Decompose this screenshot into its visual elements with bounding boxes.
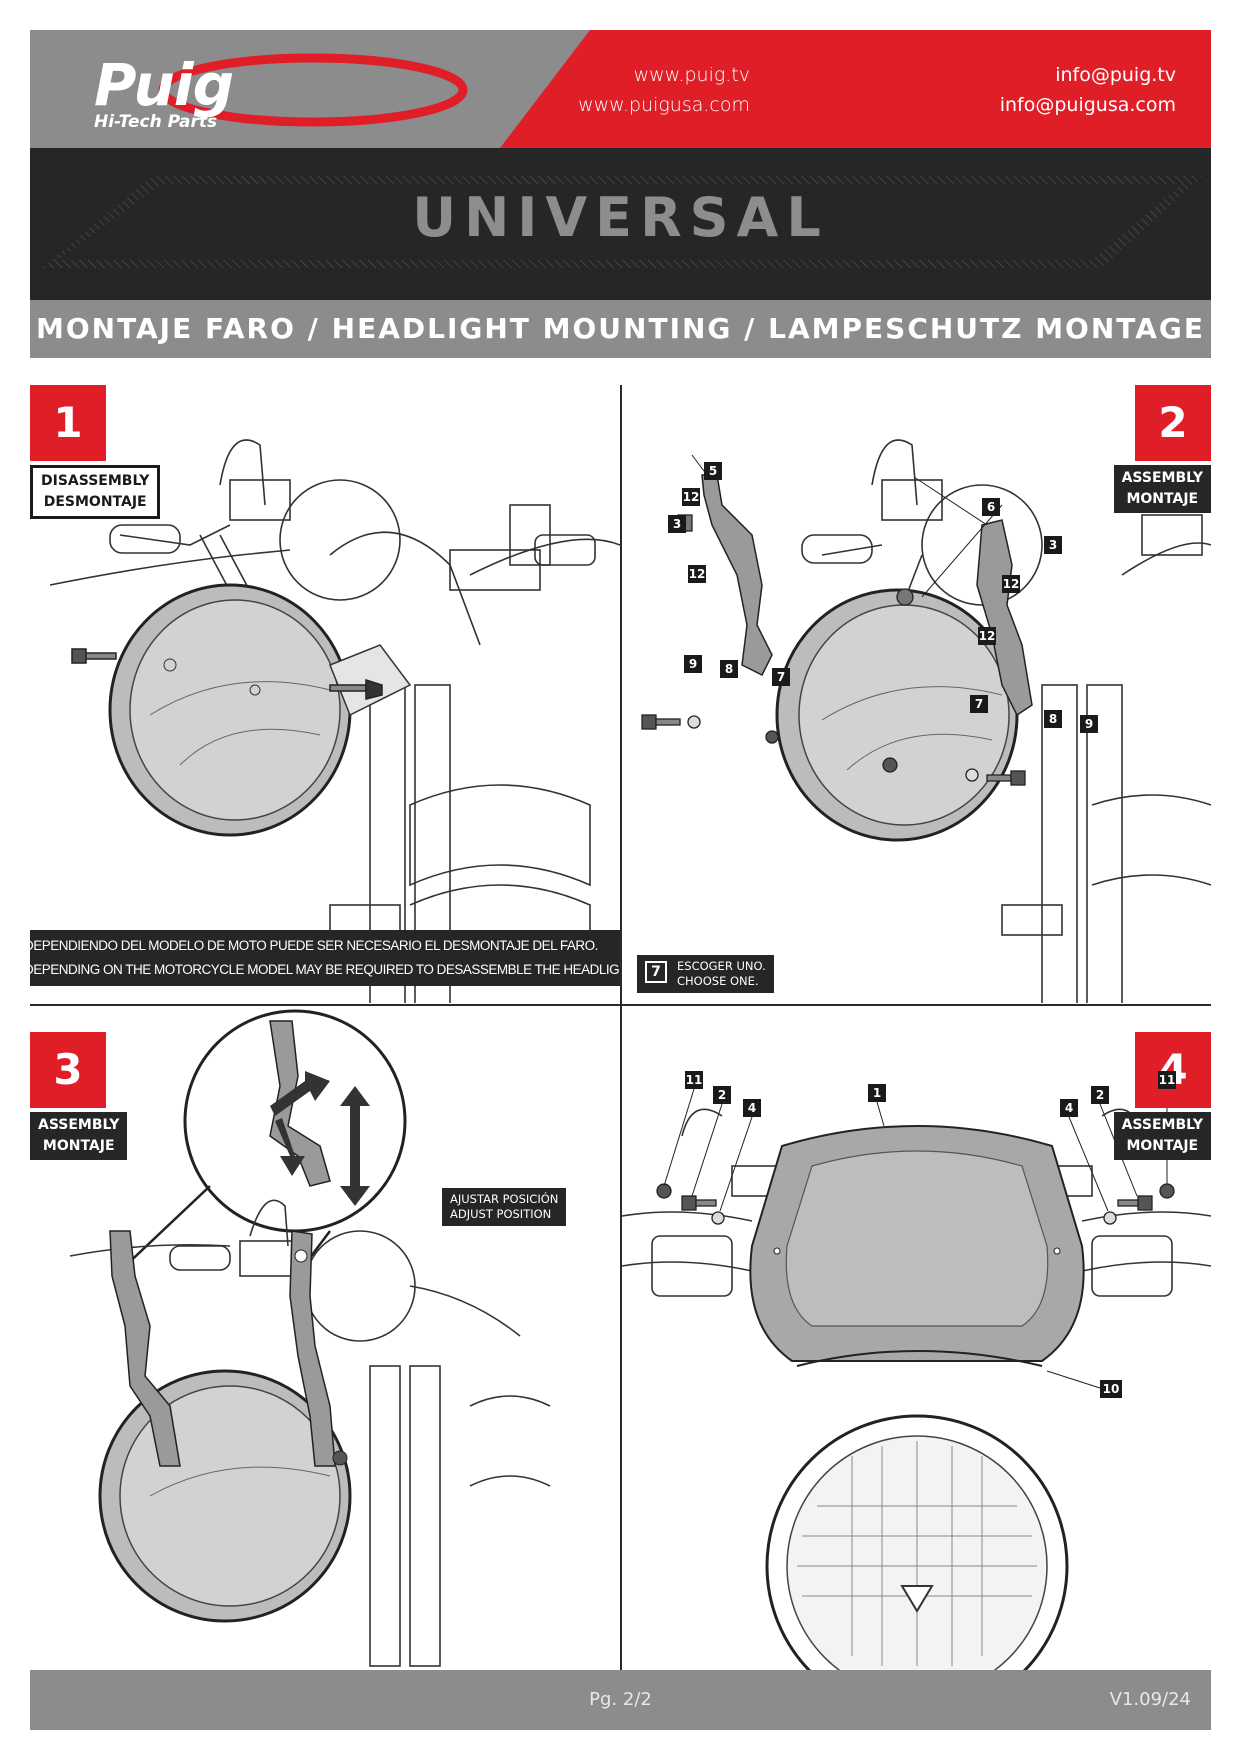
part-callout: 8 xyxy=(1044,710,1062,728)
part-callout: 12 xyxy=(1002,575,1020,593)
panel-divider-horizontal xyxy=(30,1004,1211,1006)
part-callout: 11 xyxy=(1158,1071,1176,1089)
part-callout: 8 xyxy=(720,660,738,678)
step-3-panel: 3 ASSEMBLY MONTAJE AJUSTAR POSICIÓN ADJU… xyxy=(30,1006,620,1670)
part-callout: 6 xyxy=(982,498,1000,516)
email-link[interactable]: info@puig.tv xyxy=(1055,64,1176,86)
title-band: UNIVERSAL xyxy=(30,148,1211,300)
step-label: ASSEMBLY MONTAJE xyxy=(30,1112,128,1160)
part-callout: 2 xyxy=(1091,1086,1109,1104)
step-1-panel: 1 DISASSEMBLY DESMONTAJE DEPENDIENDO DEL… xyxy=(30,385,620,1003)
step-label: ASSEMBLY MONTAJE xyxy=(1113,1112,1211,1160)
part-callout: 12 xyxy=(682,488,700,506)
page-title: UNIVERSAL xyxy=(412,186,829,249)
step-number: 2 xyxy=(1135,385,1211,461)
step-4-panel: 4 ASSEMBLY MONTAJE 11 2 4 1 4 2 11 10 xyxy=(622,1006,1211,1670)
part-callout: 7 xyxy=(970,695,988,713)
part-callout: 2 xyxy=(713,1086,731,1104)
website-link[interactable]: www.puig.tv xyxy=(633,64,750,86)
brand-tagline: Hi-Tech Parts xyxy=(94,112,218,132)
panel-divider-vertical xyxy=(620,385,622,1670)
part-callout: 11 xyxy=(685,1071,703,1089)
windscreen-assembly-illustration xyxy=(622,1088,1211,1670)
part-callout: 4 xyxy=(743,1099,761,1117)
part-callout: 5 xyxy=(704,462,722,480)
part-callout: 12 xyxy=(978,627,996,645)
header-top-bar: Puig Hi-Tech Parts www.puig.tv www.puigu… xyxy=(30,30,1211,148)
subtitle-bar: MONTAJE FARO / HEADLIGHT MOUNTING / LAMP… xyxy=(30,300,1211,358)
part-callout: 3 xyxy=(1044,536,1062,554)
footer-bar: Pg. 2/2 V1.09/24 xyxy=(30,1670,1211,1730)
header-red-panel xyxy=(500,30,1211,148)
email-link[interactable]: info@puigusa.com xyxy=(999,94,1176,116)
part-callout: 9 xyxy=(684,655,702,673)
hatch-pattern xyxy=(42,176,1202,268)
step-number: 4 xyxy=(1135,1032,1211,1108)
document-version: V1.09/24 xyxy=(1109,1689,1191,1710)
brand-logo[interactable]: Puig Hi-Tech Parts xyxy=(58,50,478,140)
bracket-adjust-illustration xyxy=(69,1009,551,1667)
step-label: ASSEMBLY MONTAJE xyxy=(1113,465,1211,513)
step-2-panel: 2 ASSEMBLY MONTAJE 5 12 3 12 9 8 7 6 3 1… xyxy=(622,385,1211,1003)
part-callout: 3 xyxy=(668,515,686,533)
logo-swoosh-icon xyxy=(158,53,468,127)
adjust-position-note: AJUSTAR POSICIÓN ADJUST POSITION xyxy=(442,1188,567,1226)
bracket-assembly-illustration xyxy=(641,439,1211,1003)
part-callout: 12 xyxy=(688,565,706,583)
brand-name: Puig xyxy=(94,51,234,119)
website-link[interactable]: www.puigusa.com xyxy=(578,94,750,116)
headlight-disassembly-illustration xyxy=(49,439,620,1003)
part-number-badge: 7 xyxy=(645,961,667,983)
contact-emails: info@puig.tv info@puigusa.com xyxy=(916,60,1176,120)
contact-websites: www.puig.tv www.puigusa.com xyxy=(535,60,750,120)
step-number: 1 xyxy=(30,385,106,461)
part-callout: 1 xyxy=(868,1084,886,1102)
choose-one-note: 7 ESCOGER UNO. CHOOSE ONE. xyxy=(637,955,774,993)
part-callout: 10 xyxy=(1100,1380,1122,1398)
section-subtitle: MONTAJE FARO / HEADLIGHT MOUNTING / LAMP… xyxy=(35,312,1205,345)
page-number: Pg. 2/2 xyxy=(589,1689,652,1710)
step-label: DISASSEMBLY DESMONTAJE xyxy=(30,465,161,519)
part-callout: 7 xyxy=(772,668,790,686)
step-number: 3 xyxy=(30,1032,106,1108)
disassembly-note: DEPENDIENDO DEL MODELO DE MOTO PUEDE SER… xyxy=(30,930,620,986)
part-callout: 4 xyxy=(1060,1099,1078,1117)
part-callout: 9 xyxy=(1080,715,1098,733)
